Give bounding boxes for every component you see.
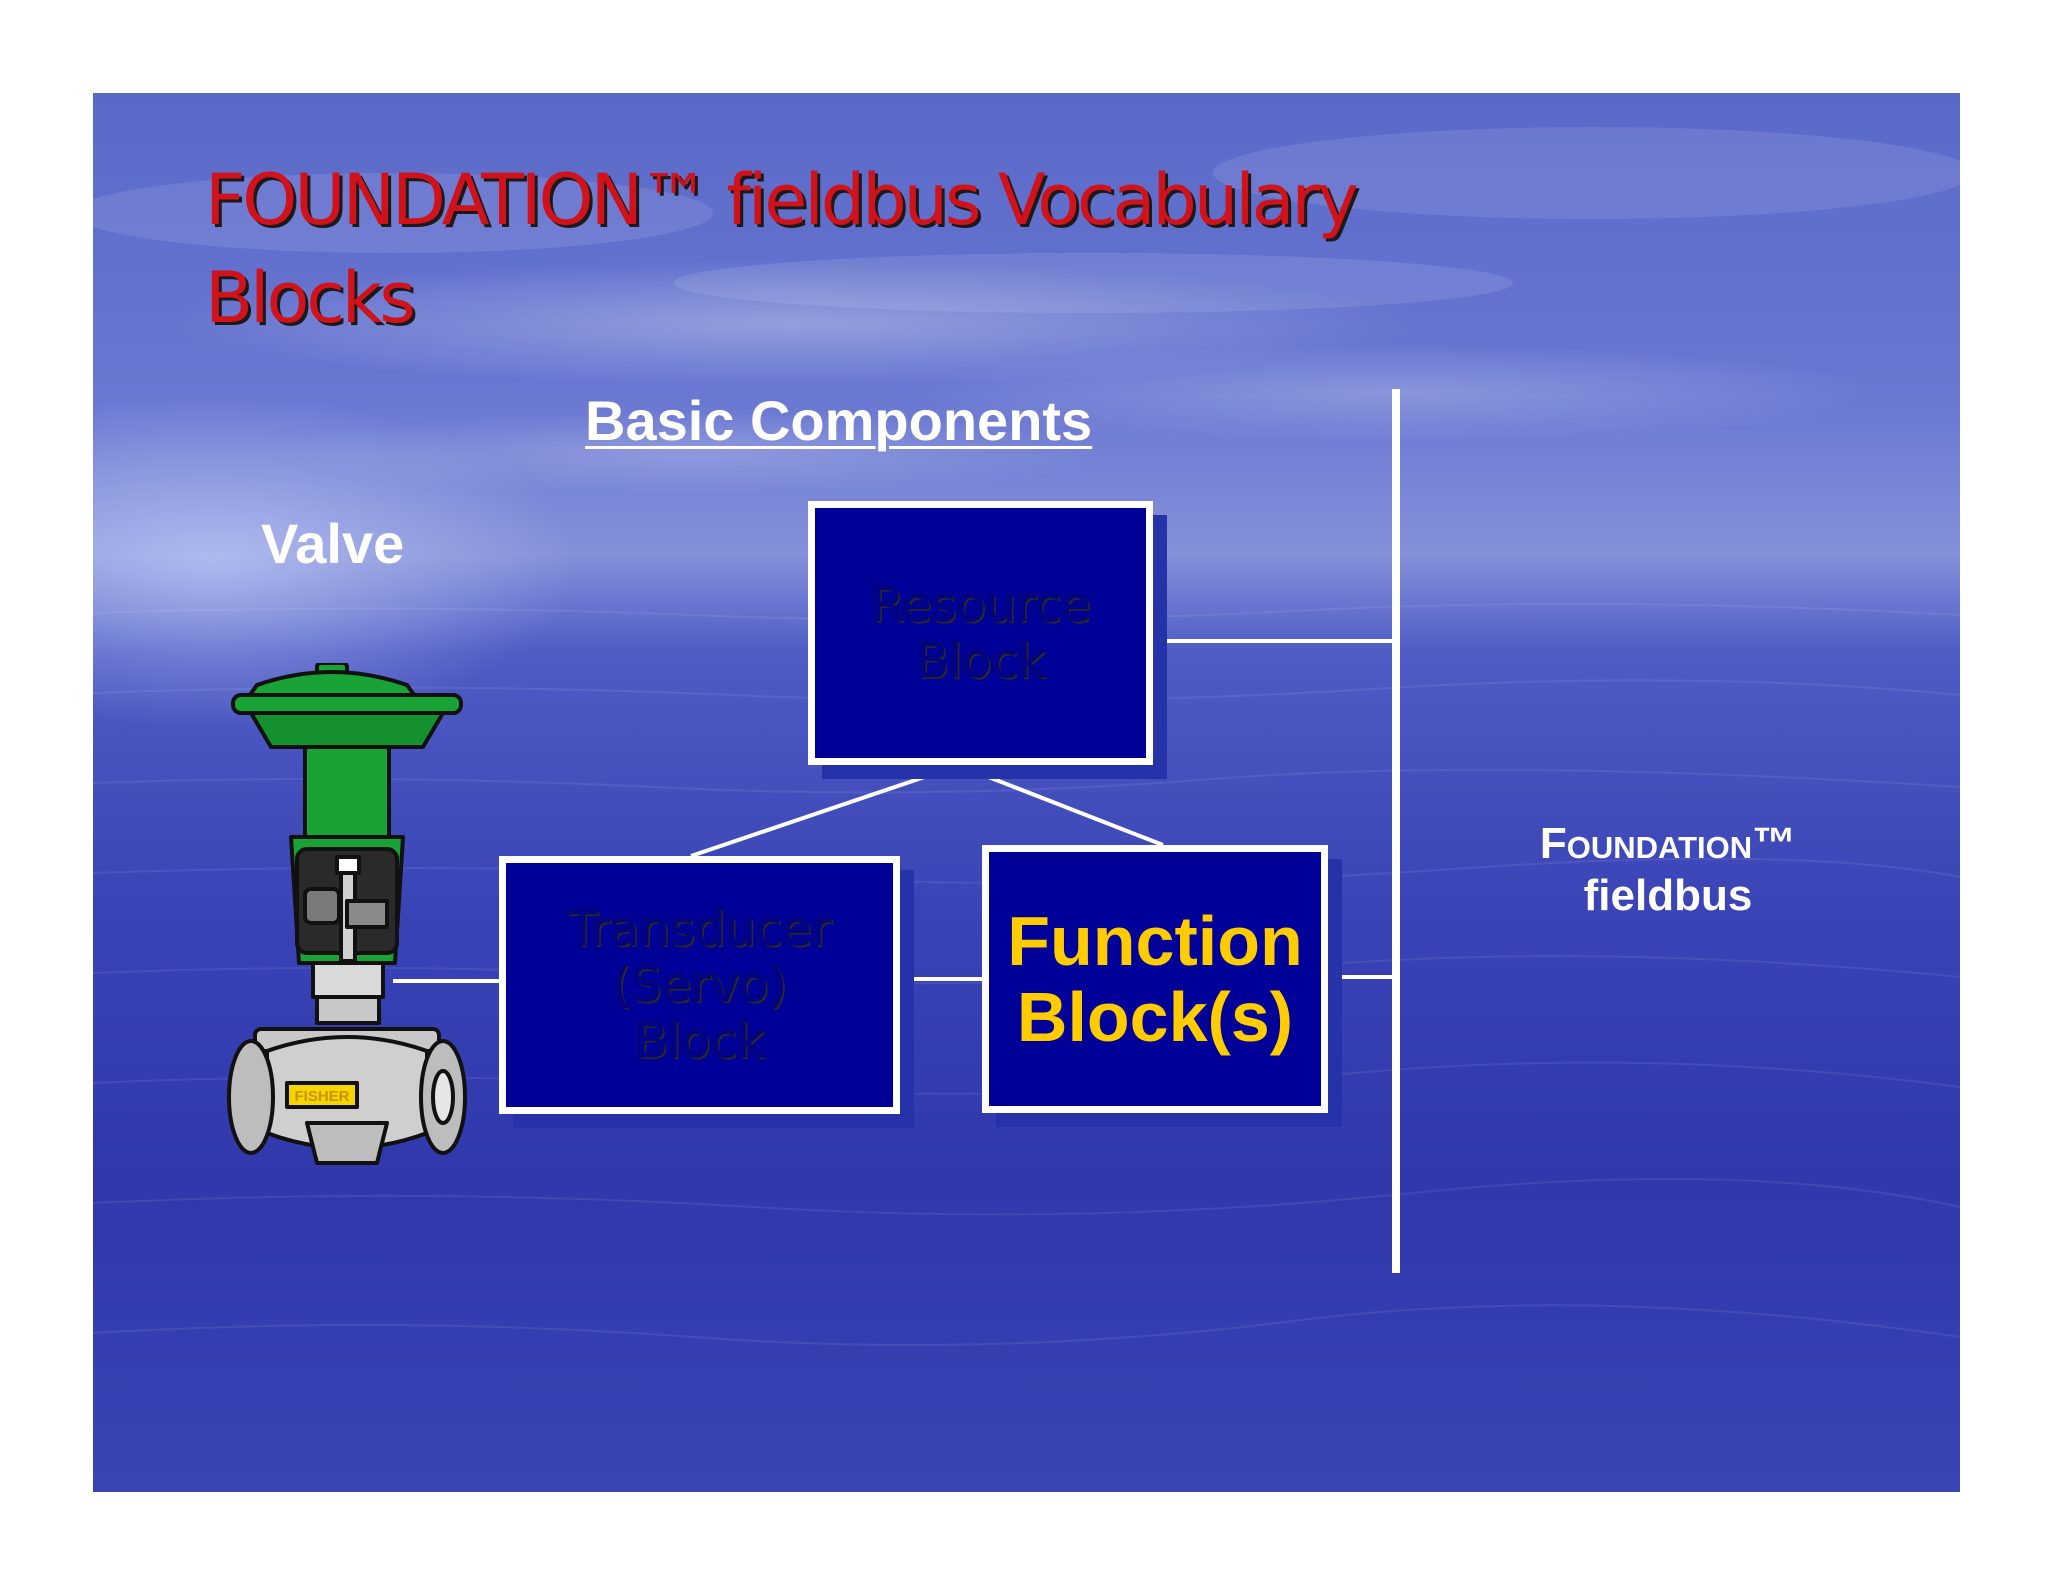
control-valve-icon: FISHER — [227, 663, 467, 1165]
slide-title: FOUNDATION™ fieldbus Vocabulary Blocks — [205, 151, 1359, 347]
function-block-label-1: Function — [1007, 902, 1303, 980]
transducer-block-label-1: Transducer — [567, 901, 832, 958]
basic-components-heading: Basic Components — [585, 389, 1093, 452]
transducer-block-label-2: (Servo) — [611, 957, 787, 1014]
valve-label: Valve — [261, 512, 405, 575]
foundation-fieldbus-label-1: Foundation™ — [1539, 819, 1797, 868]
resource-block-label-2: Block — [915, 633, 1046, 690]
transducer-block-label-3: Block — [634, 1013, 765, 1070]
foundation-fieldbus-label: Foundation™ fieldbus — [1483, 818, 1853, 922]
valve-logo-text: FISHER — [294, 1088, 349, 1105]
resource-block: Resource Block — [808, 501, 1153, 765]
resource-to-transducer-line — [690, 767, 949, 858]
connector-lines — [393, 389, 1400, 1273]
slide: FOUNDATION™ fieldbus Vocabulary Blocks B… — [93, 93, 1960, 1492]
resource-to-function-line — [967, 767, 1164, 847]
transducer-block: Transducer (Servo) Block — [499, 856, 900, 1114]
function-block-label-2: Block(s) — [1016, 978, 1294, 1056]
slide-title-line-1: FOUNDATION™ fieldbus Vocabulary — [205, 159, 1359, 241]
slide-title-line-2: Blocks — [205, 257, 416, 339]
foundation-fieldbus-label-2: fieldbus — [1583, 871, 1753, 920]
resource-block-label-1: Resource — [870, 577, 1091, 634]
function-block: Function Block(s) — [982, 845, 1328, 1113]
